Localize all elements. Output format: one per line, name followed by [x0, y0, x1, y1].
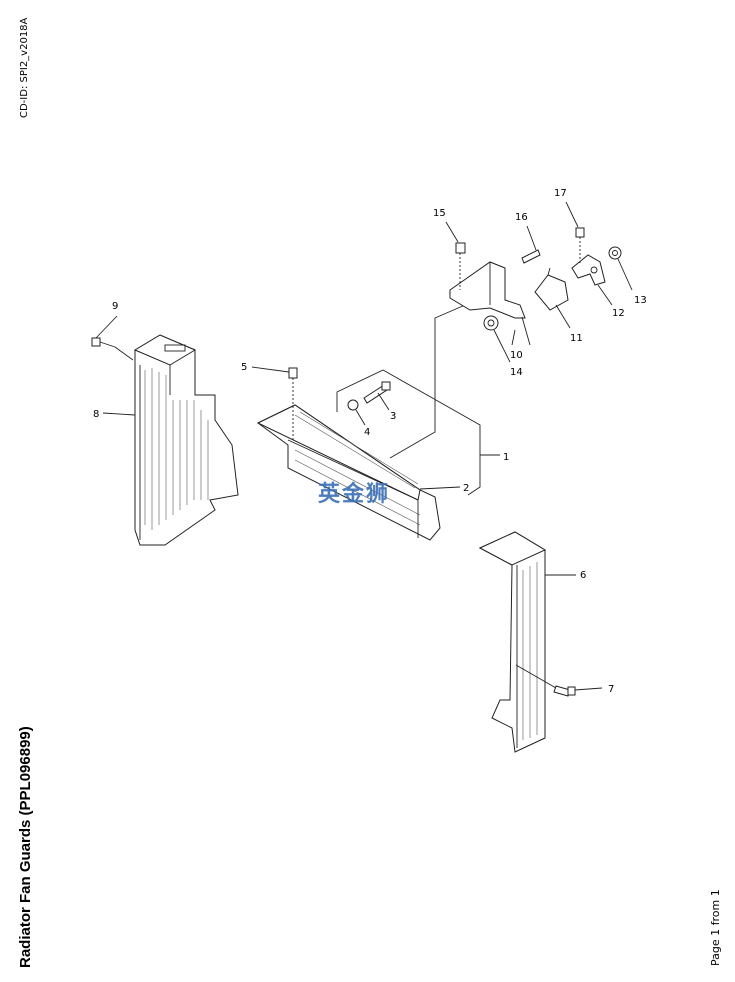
callout-10: 10 [510, 350, 523, 361]
part-10-bracket [449, 261, 531, 346]
callout-8: 8 [93, 409, 99, 420]
group-bracket-1 [336, 304, 500, 496]
part-3-bolt [363, 381, 391, 411]
watermark: 英金狮 [318, 481, 390, 507]
callout-5: 5 [241, 362, 247, 373]
callout-14: 14 [510, 367, 523, 378]
part-9-bolt [91, 315, 134, 361]
part-17-bolt [565, 201, 585, 265]
part-14-nut [483, 315, 511, 363]
callout-13: 13 [634, 295, 647, 306]
part-11-mount [534, 267, 571, 329]
callout-9: 9 [112, 301, 118, 312]
part-15-bolt [445, 221, 466, 290]
callout-12: 12 [612, 308, 625, 319]
part-5-bolt [251, 366, 298, 440]
callout-11: 11 [570, 333, 583, 344]
part-6-right-guard [478, 531, 576, 753]
part-4-washer [347, 399, 366, 426]
part-2-center-guard [256, 404, 441, 541]
part-8-left-guard [133, 334, 239, 546]
callout-7: 7 [608, 684, 614, 695]
callout-1: 1 [503, 452, 509, 463]
part-16-bolt [521, 225, 541, 264]
callout-3: 3 [390, 411, 396, 422]
part-7-bolt [515, 664, 603, 697]
callout-6: 6 [580, 570, 586, 581]
callout-17: 17 [554, 188, 567, 199]
part-12-bracket [571, 254, 613, 306]
callout-15: 15 [433, 208, 446, 219]
callout-16: 16 [515, 212, 528, 223]
callout-2: 2 [463, 483, 469, 494]
part-13-washer [608, 246, 633, 291]
callout-4: 4 [364, 427, 370, 438]
